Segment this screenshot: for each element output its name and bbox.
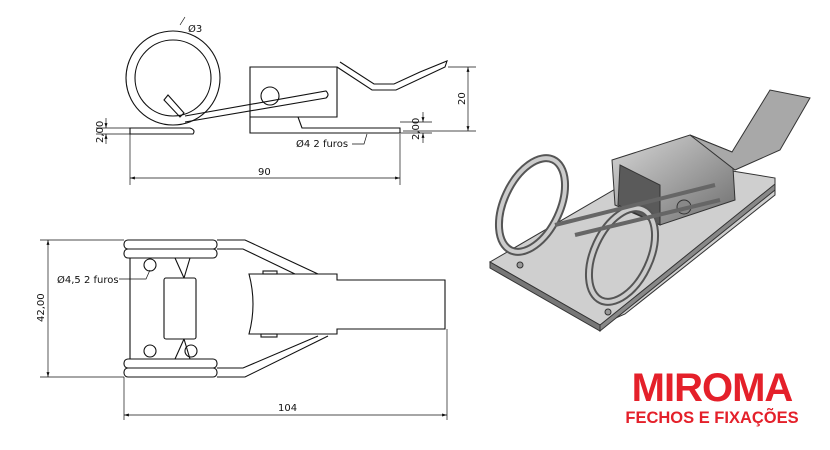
handle <box>248 273 446 335</box>
pivot-hole <box>260 86 280 106</box>
coil-diameter-label: Ø3 <box>188 23 202 35</box>
length-label-side: 90 <box>258 167 271 178</box>
coil-inner <box>134 39 212 117</box>
logo-name: MIROMA <box>631 366 794 410</box>
holes-note-side: Ø4 2 furos <box>296 138 348 150</box>
width-label: 42,00 <box>36 293 47 322</box>
plate-thickness-left-label: 2,00 <box>95 121 106 143</box>
plate-thickness-right-label: 2,00 <box>411 118 422 140</box>
coil-outer <box>125 30 221 126</box>
side-view: Ø3 2,00 2,00 20 Ø4 2 furos 90 <box>95 16 476 185</box>
miroma-logo: MIROMA FECHOS E FIXAÇÕES <box>612 368 812 428</box>
lever <box>336 60 448 91</box>
left-plate <box>129 127 195 135</box>
logo-tagline: FECHOS E FIXAÇÕES <box>625 409 799 427</box>
top-view: 42,00 Ø4,5 2 furos 104 <box>36 239 448 420</box>
wire-arm <box>184 90 329 123</box>
height-label: 20 <box>457 92 468 105</box>
bracket <box>249 66 401 134</box>
holes-note-top: Ø4,5 2 furos <box>57 274 119 286</box>
length-label-top: 104 <box>278 403 297 414</box>
isometric-view <box>489 89 811 333</box>
